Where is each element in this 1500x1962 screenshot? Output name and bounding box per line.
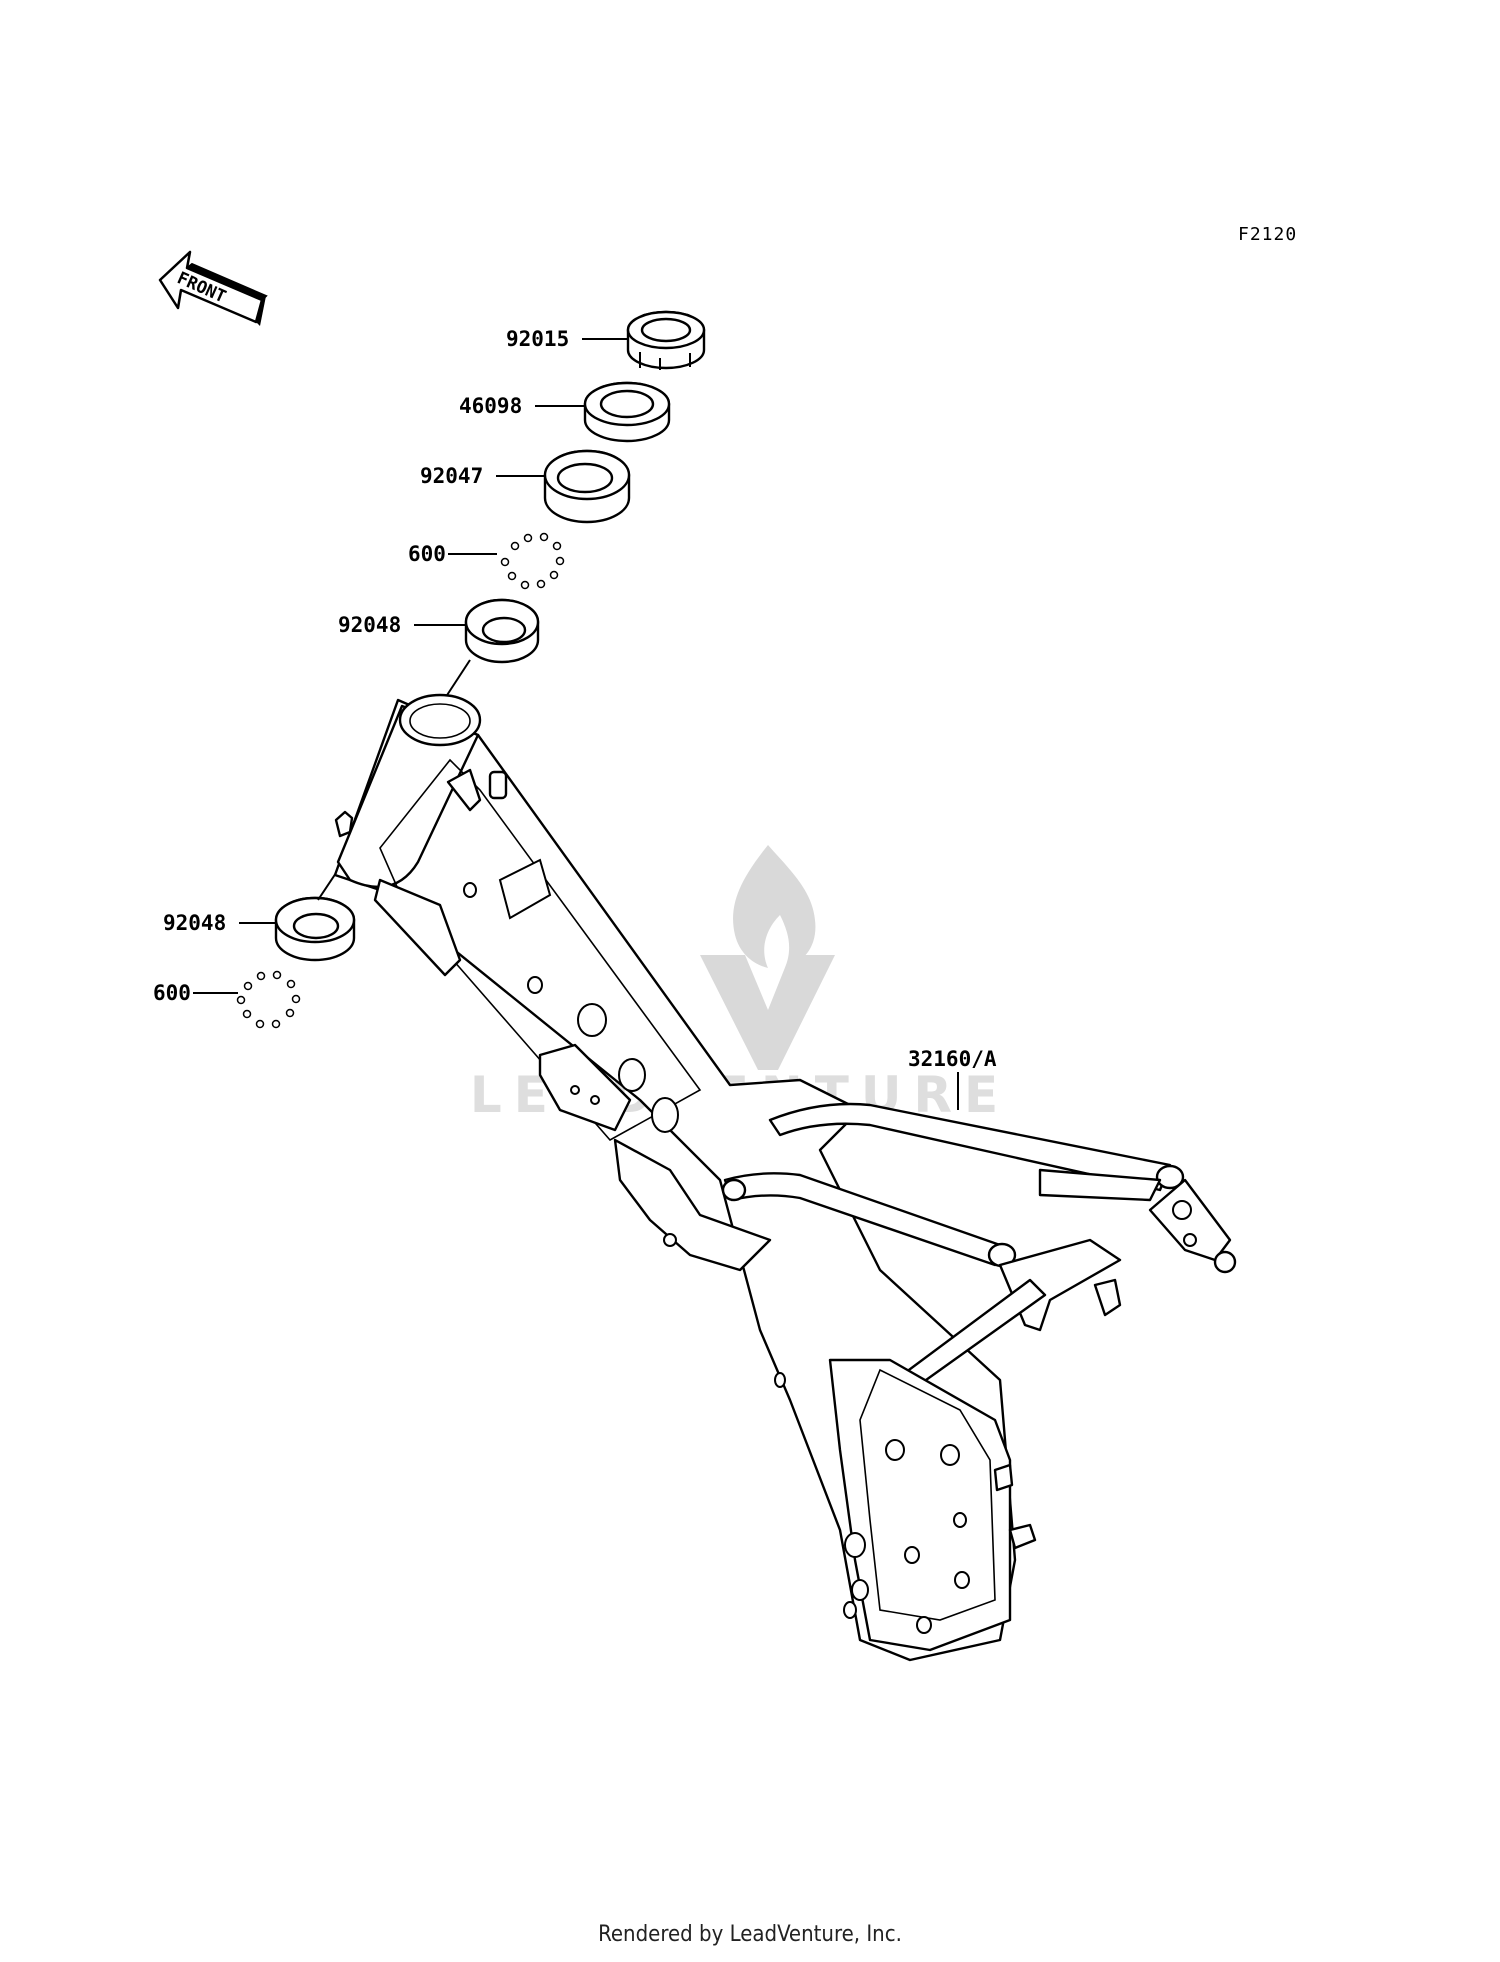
callout-label: 92048 (338, 613, 401, 637)
figure-code: F2120 (1238, 224, 1297, 245)
callout-600-upper[interactable]: 600 (408, 542, 497, 566)
part-600-balls-lower[interactable] (236, 970, 301, 1029)
callout-600-lower[interactable]: 600 (153, 981, 238, 1005)
callout-label: 46098 (459, 394, 522, 418)
callout-92048-lower[interactable]: 92048 (163, 911, 276, 935)
frame-gusset-bracket (373, 878, 462, 977)
callout-label: 600 (408, 542, 446, 566)
watermark-v-icon (700, 955, 835, 1070)
callout-label: 92047 (420, 464, 483, 488)
callout-92047[interactable]: 92047 (420, 464, 545, 488)
watermark-flame-icon (733, 845, 816, 968)
callout-label: 92015 (506, 327, 569, 351)
part-600-balls-upper[interactable] (500, 532, 565, 590)
callout-32160-a[interactable]: 32160/A (908, 1047, 997, 1110)
render-credit: Rendered by LeadVenture, Inc. (598, 1922, 902, 1947)
part-46098-seal[interactable] (583, 381, 671, 443)
part-92047-race[interactable] (543, 449, 631, 524)
callout-92048-upper[interactable]: 92048 (338, 613, 465, 637)
callout-label: 600 (153, 981, 191, 1005)
callout-label: 92048 (163, 911, 226, 935)
callout-46098[interactable]: 46098 (459, 394, 585, 418)
frame-rear-plate (1148, 1178, 1232, 1262)
part-92048-cup-lower[interactable] (274, 869, 356, 962)
front-arrow: FRONT (158, 250, 268, 326)
part-32160-a-frame[interactable] (333, 693, 1237, 1662)
callout-label: 32160/A (908, 1047, 997, 1071)
callout-92015[interactable]: 92015 (506, 327, 628, 351)
part-92048-cup-upper[interactable] (435, 598, 540, 713)
part-92015-nut[interactable] (626, 310, 706, 370)
